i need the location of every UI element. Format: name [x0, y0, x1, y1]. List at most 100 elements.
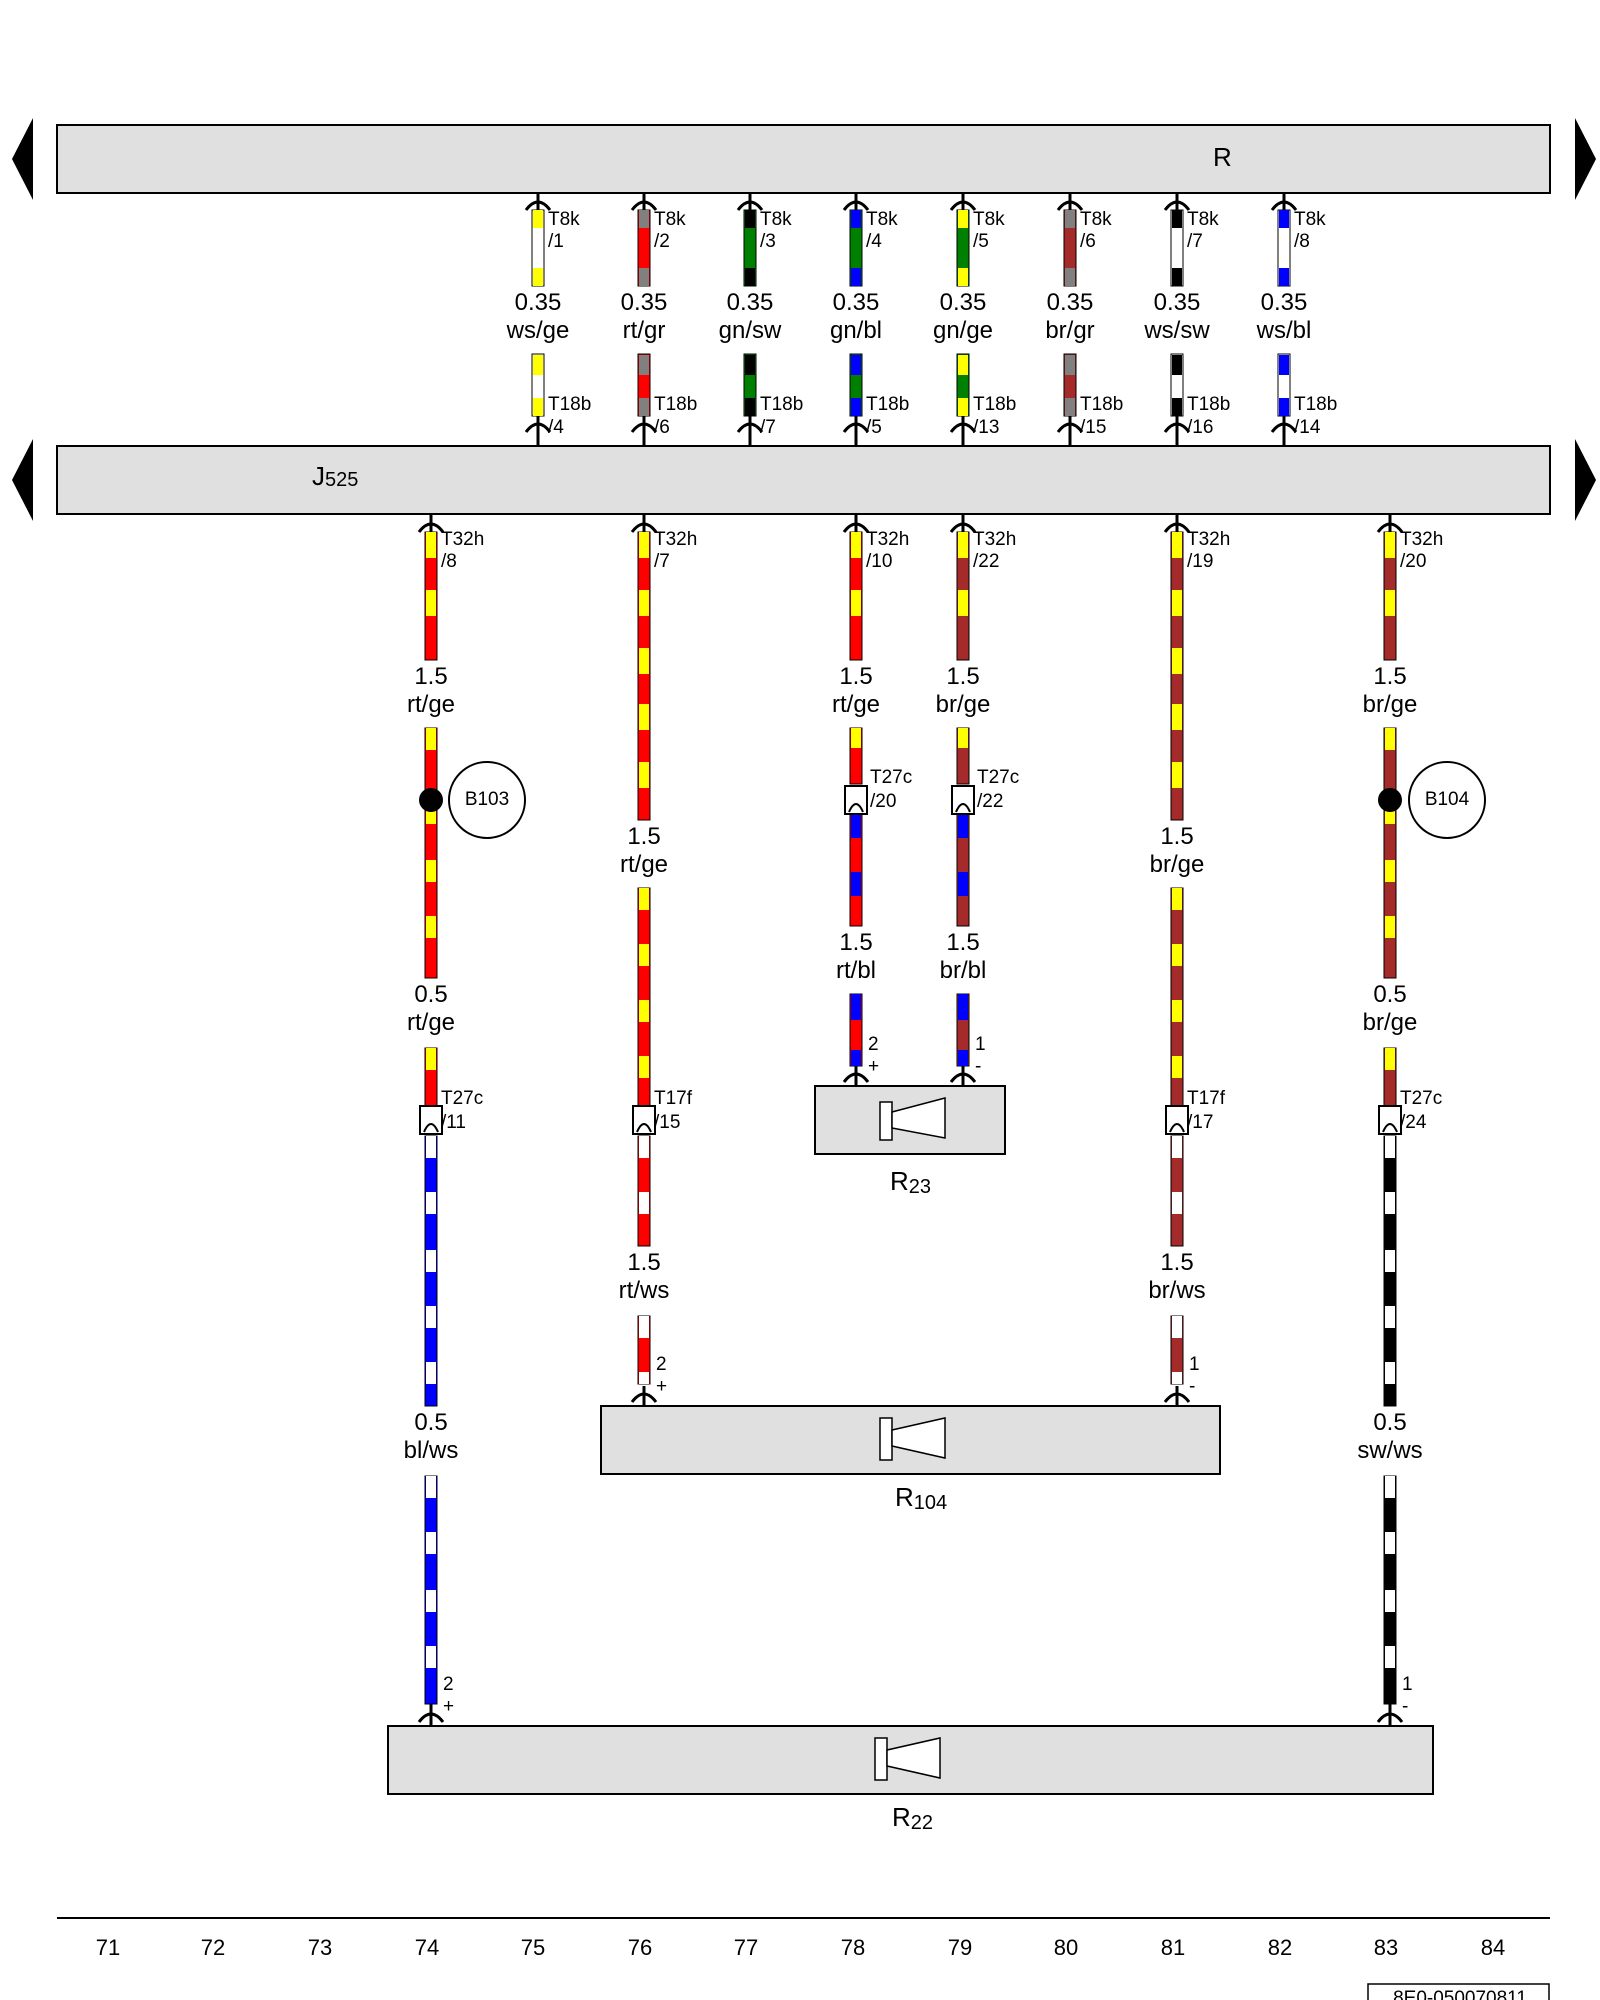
t18b-connector-label: T18b [1187, 394, 1230, 415]
wire-size-label: 1.5 [839, 929, 872, 956]
wire-size-label: 1.5 [1160, 823, 1193, 850]
top-wire-3: T8k /3 0.35 gn/sw T18b /7 [719, 193, 803, 446]
wire-stripe [426, 860, 436, 882]
splice-dot-icon [419, 788, 443, 812]
wire-stripe [958, 268, 968, 286]
connector-box-icon [632, 1105, 656, 1135]
wire-stripe [1065, 355, 1075, 375]
t27c-pin-label: /20 [870, 791, 896, 812]
t18b-connector-label: T18b [548, 394, 591, 415]
wire-stripe [745, 398, 755, 416]
t8k-connector-label: T8k [866, 209, 898, 230]
wire-stripe [639, 1192, 649, 1214]
wire-stripe [851, 532, 861, 558]
t27c-connector-label: T27c [1400, 1088, 1442, 1109]
grid-number: 81 [1161, 1935, 1185, 1960]
t18b-pin-label: /13 [973, 417, 999, 438]
t32h-connector-label: T32h [973, 529, 1016, 550]
t27c-connector-label: T27c [441, 1088, 483, 1109]
connector-box-icon [1378, 1105, 1402, 1135]
wire-size-label: 1.5 [414, 663, 447, 690]
t32h-connector-label: T32h [866, 529, 909, 550]
wire-stripe [426, 1532, 436, 1554]
wire-stripe [851, 872, 861, 896]
pin-number: 1 [1402, 1674, 1413, 1695]
pin-number: 2 [656, 1354, 667, 1375]
wire-size-label: 1.5 [839, 663, 872, 690]
wire-color-label: gn/bl [830, 317, 882, 344]
wire-size-label: 0.35 [515, 289, 562, 316]
wire-color-label: rt/ws [619, 1277, 670, 1304]
speaker-label: R22 [892, 1802, 933, 1834]
connector-socket-icon [636, 1123, 652, 1133]
wire-stripe [1172, 762, 1182, 788]
lower-wires [424, 531, 1397, 1705]
t18b-pin-label: /15 [1080, 417, 1106, 438]
pin-polarity: + [868, 1056, 879, 1077]
wire-segment [424, 727, 438, 979]
pin-number: 1 [975, 1034, 986, 1055]
connector-socket-icon [848, 803, 864, 813]
wire-stripe [1385, 860, 1395, 882]
wire-stripe [639, 355, 649, 375]
grid-numbers: 71 72 73 74 75 76 77 78 79 80 81 82 83 8… [96, 1935, 1505, 1960]
wire-stripe [958, 355, 968, 375]
t8k-pin-label: /5 [973, 231, 989, 252]
wire-size-label: 1.5 [1373, 663, 1406, 690]
wire-stripe [958, 1050, 968, 1066]
wire-stripe [1385, 916, 1395, 938]
t32h-connector-label: T32h [441, 529, 484, 550]
speaker-label: R23 [890, 1166, 931, 1198]
wire-size-label: 0.5 [414, 1409, 447, 1436]
t32h-connectors: T32h /8 T32h /7 T32h /10 T32h /22 T32h /… [417, 514, 1443, 572]
pin-polarity: - [975, 1056, 981, 1077]
wire-stripe [1172, 590, 1182, 616]
wire-size-label: 1.5 [627, 823, 660, 850]
t8k-connector-label: T8k [760, 209, 792, 230]
t18b-pin-label: /14 [1294, 417, 1321, 438]
pin-polarity: + [656, 1376, 667, 1397]
wire-stripe [1385, 802, 1395, 824]
wire-stripe [533, 268, 543, 286]
wire-stripe [1172, 1316, 1182, 1338]
wire-size-label: 1.5 [946, 663, 979, 690]
wire-color-label: gn/ge [933, 317, 993, 344]
splice-label: B104 [1425, 789, 1470, 810]
wire-color-label: rt/bl [836, 957, 876, 984]
wire-stripe [1172, 704, 1182, 730]
speaker-magnet [879, 1101, 893, 1141]
t8k-connector-label: T8k [654, 209, 686, 230]
wire-color-label: sw/ws [1357, 1437, 1422, 1464]
wire-stripe [639, 268, 649, 286]
wire-stripe [1172, 1000, 1182, 1022]
wire-stripe [426, 590, 436, 616]
t8k-pin-label: /2 [654, 231, 670, 252]
wire-stripe [1385, 1136, 1395, 1158]
wire-stripe [851, 1050, 861, 1066]
t17f-connector-label: T17f [1187, 1088, 1226, 1109]
wire-size-label: 0.35 [621, 289, 668, 316]
wire-stripe [745, 355, 755, 375]
wire-color-label: rt/ge [407, 1009, 455, 1036]
connector-socket-icon [1169, 1123, 1185, 1133]
wire-stripe [1385, 1646, 1395, 1668]
connector-socket-icon [423, 1123, 439, 1133]
t32h-connector-label: T32h [1400, 529, 1443, 550]
t8k-pin-label: /6 [1080, 231, 1096, 252]
wire-stripe [426, 532, 436, 558]
t8k-connector-label: T8k [548, 209, 580, 230]
wire-stripe [1065, 210, 1075, 228]
splice-b103: B103 [419, 761, 526, 839]
grid-number: 75 [521, 1935, 545, 1960]
wire-stripe [426, 1306, 436, 1328]
wire-stripe [426, 1476, 436, 1498]
t17f-pin-label: /17 [1187, 1112, 1213, 1133]
grid-number: 83 [1374, 1935, 1398, 1960]
control-unit-label: J525 [312, 461, 358, 491]
t18b-pin-label: /7 [760, 417, 776, 438]
wire-stripe [1385, 1250, 1395, 1272]
speaker-label: R104 [895, 1482, 947, 1514]
top-wire-5: T8k /5 0.35 gn/ge T18b /13 [933, 193, 1016, 446]
pin-polarity: - [1189, 1376, 1195, 1397]
wire-stripe [1172, 210, 1182, 228]
